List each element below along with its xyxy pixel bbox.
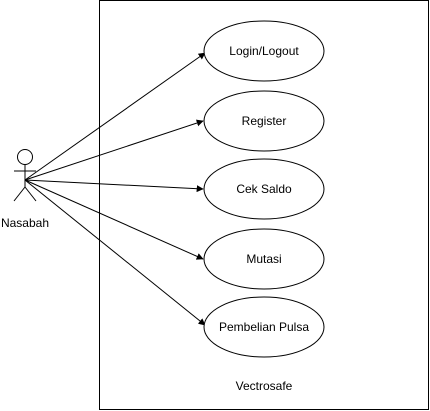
use-case-label: Cek Saldo xyxy=(236,182,292,196)
association-pembelian-pulsa xyxy=(24,179,206,326)
use-case-ellipse xyxy=(203,20,325,82)
association-register xyxy=(24,119,204,181)
actor-left-leg xyxy=(13,186,26,202)
association-login-logout xyxy=(24,52,206,181)
use-case-cek-saldo[interactable]: Cek Saldo xyxy=(203,158,325,220)
actor-head xyxy=(17,149,33,165)
use-case-login-logout[interactable]: Login/Logout xyxy=(203,20,325,82)
use-case-label: Register xyxy=(242,114,287,128)
system-name: Vectrosafe xyxy=(236,379,293,393)
use-case-label: Pembelian Pulsa xyxy=(219,320,309,334)
use-case-register[interactable]: Register xyxy=(203,90,325,152)
association-mutasi xyxy=(24,179,204,260)
use-case-ellipse xyxy=(203,158,325,220)
use-case-pembelian-pulsa[interactable]: Pembelian Pulsa xyxy=(203,296,325,358)
use-case-ellipse xyxy=(203,228,325,290)
use-case-label: Login/Logout xyxy=(229,44,299,58)
actor-name: Nasabah xyxy=(1,216,49,230)
use-case-label: Mutasi xyxy=(246,252,281,266)
use-case-ellipse xyxy=(203,296,325,358)
associations xyxy=(24,52,206,326)
use-case-ellipse xyxy=(203,90,325,152)
actor-right-leg xyxy=(24,186,37,202)
actor-nasabah xyxy=(13,149,37,202)
use-case-mutasi[interactable]: Mutasi xyxy=(203,228,325,290)
association-cek-saldo xyxy=(24,179,204,193)
